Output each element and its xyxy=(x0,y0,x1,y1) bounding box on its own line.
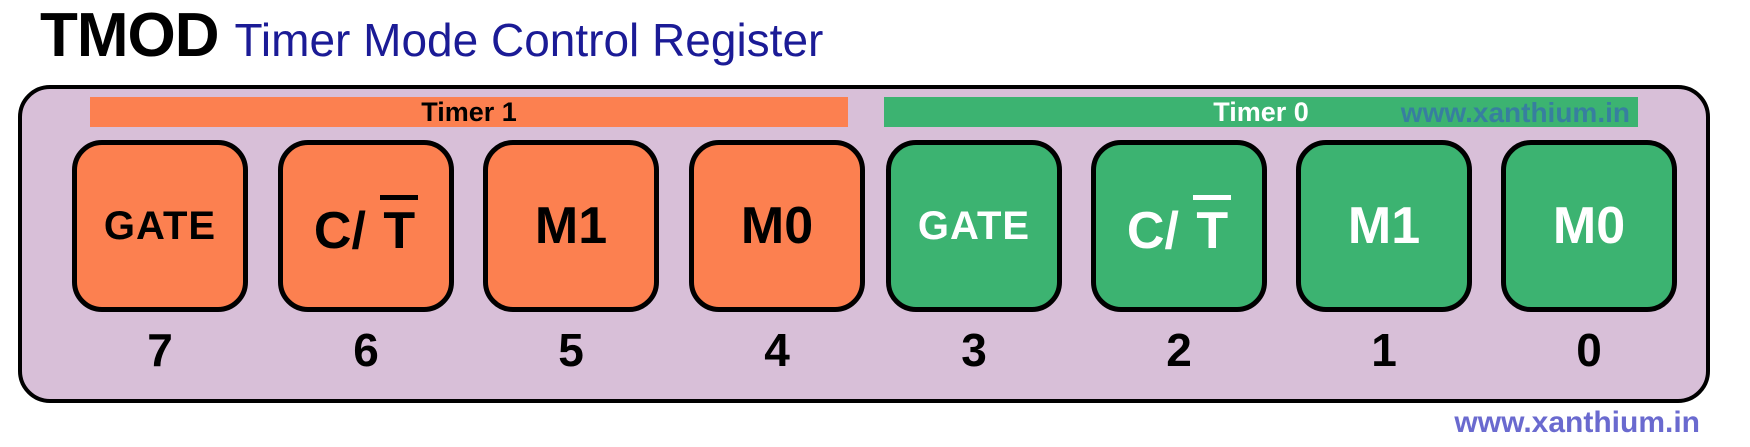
bit-number-1: 1 xyxy=(1371,324,1397,376)
page-subtitle: Timer Mode Control Register xyxy=(234,14,824,66)
bit-label-6: C/ T xyxy=(313,195,419,260)
bit-number-0: 0 xyxy=(1576,324,1602,376)
timer0-header-label: Timer 0 xyxy=(1213,97,1309,127)
timer1-header-bar: Timer 1 xyxy=(90,97,848,127)
bit-box-3-gate: GATE xyxy=(886,140,1062,312)
bit-box-7-gate: GATE xyxy=(72,140,248,312)
bit-label-6-overbar: T xyxy=(380,195,419,257)
bit-label-5-text: M1 xyxy=(534,197,608,255)
bit-box-5-m1: M1 xyxy=(483,140,659,312)
bit-box-1-m1: M1 xyxy=(1296,140,1472,312)
bit-box-0-m0: M0 xyxy=(1501,140,1677,312)
timer0-header-bar: Timer 0 www.xanthium.in xyxy=(884,97,1638,128)
bit-number-5: 5 xyxy=(558,324,584,376)
bit-label-4: M0 xyxy=(741,200,813,252)
timer1-header-label: Timer 1 xyxy=(421,97,517,127)
bit-label-0: M0 xyxy=(1553,200,1625,252)
bit-label-6-text: C/ xyxy=(313,202,381,260)
bit-label-5: M1 xyxy=(535,200,607,252)
register-panel: Timer 1 Timer 0 www.xanthium.in GATE C/ … xyxy=(18,85,1710,403)
bit-box-4-m0: M0 xyxy=(689,140,865,312)
bit-number-2: 2 xyxy=(1166,324,1192,376)
bit-label-3: GATE xyxy=(918,206,1030,246)
bit-label-7: GATE xyxy=(104,206,216,246)
page-header: TMOD Timer Mode Control Register xyxy=(40,0,823,72)
bit-number-7: 7 xyxy=(147,324,173,376)
bit-label-4-text: M0 xyxy=(740,197,814,255)
footer-watermark: www.xanthium.in xyxy=(1454,406,1700,439)
bit-box-2-ct: C/ T xyxy=(1091,140,1267,312)
bit-label-3-text: GATE xyxy=(917,204,1031,248)
bit-label-1: M1 xyxy=(1348,200,1420,252)
bit-number-3: 3 xyxy=(961,324,987,376)
bit-box-6-ct: C/ T xyxy=(278,140,454,312)
page-title: TMOD xyxy=(40,1,220,70)
bit-label-0-text: M0 xyxy=(1552,197,1626,255)
bit-label-2-text: C/ xyxy=(1126,202,1194,260)
bit-number-6: 6 xyxy=(353,324,379,376)
timer0-bar-watermark: www.xanthium.in xyxy=(1400,97,1630,128)
bit-number-4: 4 xyxy=(764,324,790,376)
bit-label-7-text: GATE xyxy=(103,204,217,248)
bit-label-2-overbar: T xyxy=(1193,195,1232,257)
bit-label-2: C/ T xyxy=(1126,195,1232,260)
bit-label-1-text: M1 xyxy=(1347,197,1421,255)
